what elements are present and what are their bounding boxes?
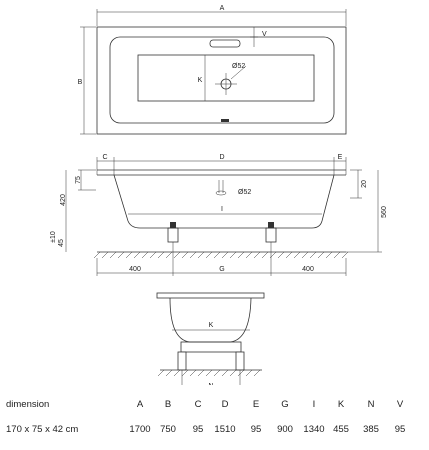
tub-body-side [113, 174, 335, 229]
dim-560-label: 560 [381, 206, 388, 218]
floor-hatch [93, 251, 349, 259]
value-E: 95 [250, 424, 262, 435]
value-A: 1700 [129, 424, 151, 435]
dim-400-left-label: 400 [129, 266, 141, 273]
header-V: V [396, 399, 404, 410]
end-floor-hatch [157, 369, 261, 377]
dim-phi-label: Ø52 [232, 63, 245, 70]
dim-420-label: 420 [60, 194, 67, 206]
header-N: N [367, 399, 375, 410]
end-base [180, 341, 242, 353]
value-B: 750 [160, 424, 176, 435]
dim-45-label: 45 [58, 239, 65, 247]
end-foot-left [177, 351, 187, 371]
end-rim [156, 292, 265, 299]
dim-V-label: V [262, 31, 267, 38]
end-tub-body [169, 297, 252, 343]
side-view: Ø52 C [50, 154, 388, 276]
dim-G-label: G [219, 266, 224, 273]
dim-B-label: B [78, 79, 83, 86]
tub-outline-top [96, 26, 347, 135]
value-N: 385 [363, 424, 379, 435]
side-phi-label: Ø52 [238, 189, 251, 196]
header-I: I [312, 399, 316, 410]
dim-75-label: 75 [75, 176, 82, 184]
end-N-label: N [208, 383, 213, 385]
end-view: K N [156, 292, 265, 385]
foot-left [167, 227, 179, 243]
header-E: E [252, 399, 260, 410]
value-C: 95 [192, 424, 204, 435]
dim-A-label: A [220, 5, 225, 12]
dim-K-label: K [198, 77, 203, 84]
header-A: A [136, 399, 144, 410]
dim-E-label: E [338, 154, 343, 161]
dim-400-right-label: 400 [302, 266, 314, 273]
dim-20-label: 20 [361, 180, 368, 188]
dim-D-label: D [219, 154, 224, 161]
row-size: 170 x 75 x 42 cm [6, 424, 79, 435]
value-I: 1340 [303, 424, 325, 435]
header-dimension: dimension [6, 399, 50, 410]
tub-basin-floor [137, 54, 315, 102]
end-foot-right [235, 351, 245, 371]
value-V: 95 [394, 424, 406, 435]
header-B: B [164, 399, 172, 410]
drain-marker [221, 119, 229, 122]
overflow-icon [209, 39, 241, 48]
top-view: A B V K Ø52 [78, 5, 347, 135]
header-K: K [337, 399, 345, 410]
value-G: 900 [277, 424, 293, 435]
dim-I-label: I [221, 206, 223, 213]
header-C: C [194, 399, 202, 410]
value-K: 455 [333, 424, 349, 435]
header-G: G [281, 399, 289, 410]
foot-right [265, 227, 277, 243]
value-D: 1510 [214, 424, 236, 435]
end-K-label: K [209, 322, 214, 329]
tub-inner-rim [109, 36, 335, 124]
dim-C-label: C [102, 154, 107, 161]
header-D: D [221, 399, 229, 410]
dim-tol-label: ±10 [50, 231, 57, 243]
bathtub-technical-drawing: A B V K Ø52 Ø52 [50, 5, 388, 385]
